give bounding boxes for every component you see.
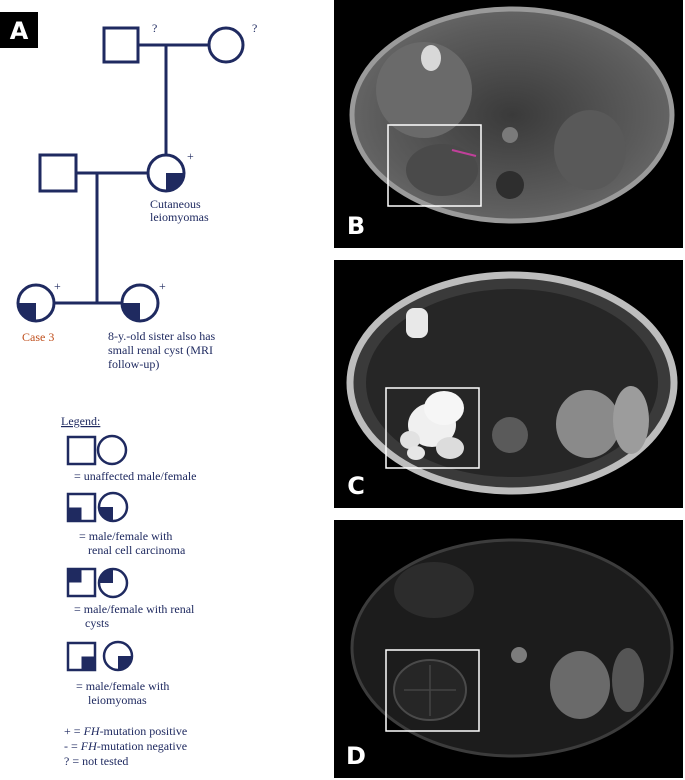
panel-c-tag: C bbox=[338, 468, 374, 504]
grandmother-symbol bbox=[207, 26, 245, 64]
legend-item-2-line-2: renal cell carcinoma bbox=[88, 543, 186, 557]
left-kidney-shape bbox=[554, 110, 626, 190]
renal-cyst-small-1 bbox=[400, 431, 420, 449]
panel-a-tag-box bbox=[0, 12, 38, 48]
liver-shape bbox=[394, 562, 474, 618]
legend-item-1-line-1: = unaffected male/female bbox=[74, 469, 196, 483]
key-row-not-tested: ? = not tested bbox=[64, 754, 128, 768]
key-row-positive: + = FH-mutation positive bbox=[64, 724, 187, 738]
left-kidney-shape bbox=[556, 390, 620, 458]
father-symbol bbox=[38, 153, 78, 193]
sister-cyst-quadrant bbox=[122, 303, 140, 321]
body-outline bbox=[350, 538, 674, 758]
legend-title: Legend: bbox=[61, 414, 100, 428]
panel-a-tag: A bbox=[10, 17, 29, 45]
legend-cyst-male-fill bbox=[68, 569, 82, 583]
mother-label-line-1: Cutaneous bbox=[150, 197, 201, 211]
renal-cyst-small-2 bbox=[407, 446, 425, 460]
mri-image-d bbox=[350, 538, 674, 758]
legend-unaffected-male-symbol bbox=[66, 435, 97, 466]
key-row-negative: - = FH-mutation negative bbox=[64, 739, 187, 753]
proband-positive-mark: + bbox=[54, 279, 61, 293]
pedigree-panel: A ? ? + + + Cutaneous leiomyomas 8-y.-ol… bbox=[0, 12, 257, 768]
grandfather-unknown-mark: ? bbox=[152, 21, 157, 35]
mother-positive-mark: + bbox=[187, 149, 194, 163]
vertebra-shape bbox=[492, 417, 528, 453]
mother-label-line-2: leiomyomas bbox=[150, 210, 209, 224]
mri-panel-c: C bbox=[334, 260, 683, 508]
mother-leiomyoma-quadrant bbox=[166, 173, 184, 191]
renal-cyst-small-3 bbox=[436, 437, 464, 459]
region-of-interest-box-c bbox=[385, 387, 480, 469]
legend-item-3-line-1: = male/female with renal bbox=[74, 602, 195, 616]
legend-cyst-female-fill bbox=[99, 569, 113, 583]
aorta-shape bbox=[511, 647, 527, 663]
aorta-shape bbox=[502, 127, 518, 143]
legend-item-3-line-2: cysts bbox=[85, 616, 109, 630]
spleen-shape bbox=[613, 386, 649, 454]
renal-cyst-upper bbox=[424, 391, 464, 425]
grandmother-unknown-mark: ? bbox=[252, 21, 257, 35]
legend-leiomyoma-female-fill bbox=[118, 656, 132, 670]
mri-image-b bbox=[349, 6, 675, 224]
panel-b-tag: B bbox=[338, 208, 374, 244]
gallbladder-shape bbox=[421, 45, 441, 71]
legend-leiomyoma-male-fill bbox=[81, 656, 95, 670]
sister-label-line-3: follow-up) bbox=[108, 357, 159, 371]
mri-panel-b: B bbox=[334, 0, 683, 248]
vertebra-shape bbox=[496, 171, 524, 199]
proband-label: Case 3 bbox=[22, 330, 54, 344]
spleen-shape bbox=[612, 648, 644, 712]
liver-shape bbox=[376, 42, 472, 138]
legend-item-2-line-1: = male/female with bbox=[79, 529, 172, 543]
sister-label-line-1: 8-y.-old sister also has bbox=[108, 329, 216, 343]
legend-unaffected-female-symbol bbox=[96, 434, 128, 466]
sister-label-line-2: small renal cyst (MRI bbox=[108, 343, 213, 357]
proband-cyst-quadrant bbox=[18, 303, 36, 321]
legend-item-4-line-2: leiomyomas bbox=[88, 693, 147, 707]
legend-item-4-line-1: = male/female with bbox=[76, 679, 169, 693]
bowel-fluid-shape bbox=[406, 308, 428, 338]
legend-rcc-male-fill bbox=[68, 507, 82, 521]
right-kidney-mass-shape bbox=[406, 144, 478, 196]
mri-panel-d: D bbox=[334, 520, 683, 778]
panel-d-tag: D bbox=[338, 738, 374, 774]
measurement-line bbox=[451, 149, 477, 157]
grandfather-symbol bbox=[102, 26, 140, 64]
mri-image-c bbox=[346, 271, 678, 495]
region-of-interest-box-b bbox=[387, 124, 482, 207]
sister-positive-mark: + bbox=[159, 279, 166, 293]
region-of-interest-box-d bbox=[385, 649, 480, 732]
left-kidney-shape bbox=[550, 651, 610, 719]
legend-rcc-female-fill bbox=[99, 507, 113, 521]
